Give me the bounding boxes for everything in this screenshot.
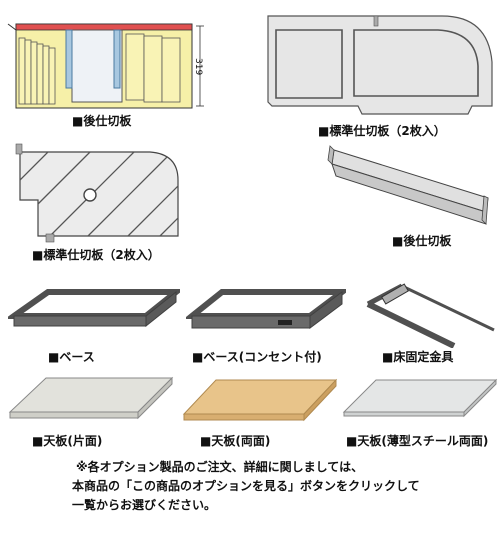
caption-top-steel: ■天板(薄型スチール両面)	[346, 434, 489, 448]
caption-top-double: ■天板(両面)	[200, 434, 271, 448]
caption-back-panel-cabinet: ■後仕切板	[72, 114, 132, 128]
floor-fitting-figure	[362, 280, 498, 349]
top-steel-figure	[340, 374, 500, 430]
top-double-figure	[180, 374, 340, 430]
standard-panel-diag-figure	[10, 140, 182, 246]
back-panel-side-figure	[318, 140, 498, 232]
caption-base-outlet: ■ベース(コンセント付)	[192, 350, 322, 364]
caption-floor-fitting: ■床固定金具	[382, 350, 454, 364]
base-outlet-figure	[183, 284, 351, 346]
note-line-2: 本商品の「この商品のオプションを見る」ボタンをクリックして	[72, 479, 420, 493]
top-single-figure	[6, 372, 176, 430]
caption-top-single: ■天板(片面)	[32, 434, 103, 448]
base-figure	[4, 286, 185, 342]
dimension-label: 319	[193, 58, 203, 76]
note-line-1: ※各オプション製品のご注文、詳細に関しましては、	[76, 460, 364, 474]
order-note: ※各オプション製品のご注文、詳細に関しましては、 本商品の「この商品のオプション…	[72, 458, 420, 515]
back-panel-cabinet-figure: 319	[4, 8, 214, 113]
caption-base: ■ベース	[48, 350, 95, 364]
standard-panel-top-figure	[262, 6, 498, 122]
caption-standard-panel-diag: ■標準仕切板（2枚入）	[32, 248, 160, 262]
caption-back-panel-side: ■後仕切板	[392, 234, 452, 248]
caption-standard-panel-top: ■標準仕切板（2枚入）	[318, 124, 446, 138]
note-line-3: 一覧からお選びください。	[72, 498, 217, 512]
